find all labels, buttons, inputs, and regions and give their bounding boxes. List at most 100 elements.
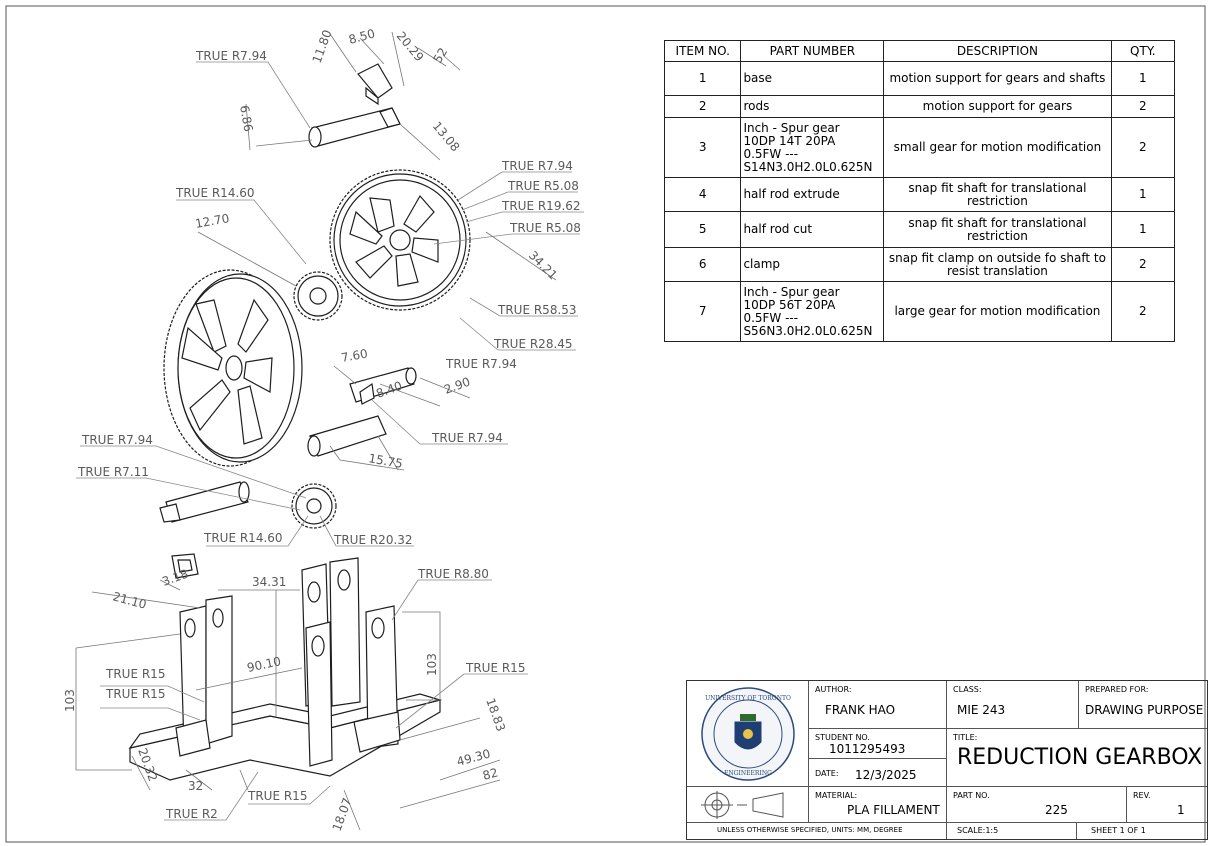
bom-item-no: 3 <box>663 117 742 178</box>
dim-18-07: 18.07 <box>330 796 355 833</box>
bom-header-qty: QTY. <box>1110 40 1176 62</box>
top-shaft-assembly <box>196 31 461 161</box>
label-true-r28-45: TRUE R28.45 <box>493 337 573 351</box>
third-angle-projection-icon <box>701 791 784 819</box>
label-true-r15-a: TRUE R15 <box>465 661 525 675</box>
dim-34-21: 34.21 <box>526 248 560 282</box>
bom-part-number: clamp <box>740 247 885 282</box>
label-true-r5-08-b: TRUE R5.08 <box>509 221 581 235</box>
bom-qty: 1 <box>1110 61 1176 96</box>
bom-part-number: Inch - Spur gear 10DP 14T 20PA 0.5FW ---… <box>740 117 885 178</box>
part-no-cell: PART NO. 225 <box>947 787 1127 823</box>
author-caption: AUTHOR: <box>815 685 852 694</box>
bom-header-part-number: PART NUMBER <box>740 40 885 62</box>
dim-11-80: 11.80 <box>310 28 335 65</box>
sheet-border <box>5 5 1206 843</box>
bom-item-no: 5 <box>663 211 742 248</box>
bom-qty: 2 <box>1110 247 1176 282</box>
bom-part-number: half rod cut <box>740 211 885 248</box>
label-true-r58-53: TRUE R58.53 <box>497 303 577 317</box>
student-no-cell: STUDENT NO. 1011295493 <box>809 729 947 759</box>
drawing-title: REDUCTION GEARBOX <box>957 745 1203 770</box>
dim-90-10: 90.10 <box>246 654 283 675</box>
small-clamp-lower <box>171 553 199 579</box>
bom-part-number: half rod extrude <box>740 177 885 212</box>
large-gear-left <box>163 269 303 467</box>
dim-32: 32 <box>188 779 203 793</box>
seal-text-top: UNIVERSITY OF TORONTO <box>705 695 791 702</box>
bom-qty: 2 <box>1110 117 1176 178</box>
bom-qty: 2 <box>1110 281 1176 342</box>
dim-103-right: 103 <box>425 653 439 676</box>
label-true-r7-94-a: TRUE R7.94 <box>195 49 267 63</box>
date-value: 12/3/2025 <box>855 768 917 782</box>
dim-8-50: 8.50 <box>347 26 376 46</box>
bom-description: large gear for motion modification <box>883 281 1112 342</box>
label-true-r7-94-c: TRUE R7.94 <box>445 357 517 371</box>
dim-15-75: 15.75 <box>367 451 403 471</box>
bom-item-no: 1 <box>663 61 742 96</box>
bom-header-item-no: ITEM NO. <box>663 40 742 62</box>
base-part <box>75 557 528 831</box>
logo-cell: UNIVERSITY OF TORONTO ENGINEERING <box>687 681 809 787</box>
title-block: UNIVERSITY OF TORONTO ENGINEERING AUTHOR… <box>686 680 1208 840</box>
part-no-caption: PART NO. <box>953 791 990 800</box>
bom-description: motion support for gears <box>883 95 1112 118</box>
title-caption: TITLE: <box>953 733 978 742</box>
date-cell: DATE: 12/3/2025 <box>809 759 947 787</box>
scale-cell: SCALE:1:5 <box>947 823 1077 839</box>
dim-7-60: 7.60 <box>340 347 369 365</box>
class-cell: CLASS: MIE 243 <box>947 681 1079 729</box>
bom-item-no: 2 <box>663 95 742 118</box>
label-true-r8-80: TRUE R8.80 <box>417 567 489 581</box>
dim-21-10: 21.10 <box>111 589 148 611</box>
table-row: 2 rods motion support for gears 2 <box>663 95 1176 118</box>
scale-value: SCALE:1:5 <box>957 826 999 835</box>
sheet-cell: SHEET 1 OF 1 <box>1077 823 1207 839</box>
label-true-r15-d: TRUE R15 <box>247 789 307 803</box>
title-cell: TITLE: REDUCTION GEARBOX <box>947 729 1207 787</box>
material-cell: MATERIAL: PLA FILLAMENT <box>809 787 947 823</box>
part-no-value: 225 <box>1045 803 1068 817</box>
label-true-r15-c: TRUE R15 <box>105 687 165 701</box>
units-note: UNLESS OTHERWISE SPECIFIED, UNITS: MM, D… <box>717 826 903 834</box>
label-true-r19-62: TRUE R19.62 <box>501 199 581 213</box>
label-true-r5-08-a: TRUE R5.08 <box>507 179 579 193</box>
student-no-value: 1011295493 <box>829 742 906 756</box>
label-true-r15-b: TRUE R15 <box>105 667 165 681</box>
label-true-r14-60-b: TRUE R14.60 <box>203 531 283 545</box>
bom-qty: 1 <box>1110 211 1176 248</box>
bom-header-description: DESCRIPTION <box>883 40 1112 62</box>
dim-6-86: 6.86 <box>237 104 255 133</box>
label-true-r14-60-a: TRUE R14.60 <box>175 186 255 200</box>
author-value: FRANK HAO <box>825 703 896 717</box>
label-true-r7-11: TRUE R7.11 <box>77 465 149 479</box>
bom-part-number: base <box>740 61 885 96</box>
label-true-r2: TRUE R2 <box>165 807 218 821</box>
large-gear-upper <box>329 169 471 311</box>
class-value: MIE 243 <box>957 703 1006 717</box>
bom-part-number: rods <box>740 95 885 118</box>
table-row: 5 half rod cut snap fit shaft for transl… <box>663 211 1176 248</box>
prepared-value: DRAWING PURPOSE <box>1085 703 1204 717</box>
rev-caption: REV. <box>1133 791 1151 800</box>
prepared-caption: PREPARED FOR: <box>1085 685 1149 694</box>
table-row: 4 half rod extrude snap fit shaft for tr… <box>663 177 1176 212</box>
dim-103-left: 103 <box>63 689 77 712</box>
bom-description: snap fit shaft for translational restric… <box>883 177 1112 212</box>
dim-2-90: 2.90 <box>442 375 472 397</box>
rev-value: 1 <box>1177 803 1185 817</box>
label-true-r7-94-b: TRUE R7.94 <box>501 159 573 173</box>
bom-description: small gear for motion modification <box>883 117 1112 178</box>
bom-part-number: Inch - Spur gear 10DP 56T 20PA 0.5FW ---… <box>740 281 885 342</box>
date-caption: DATE: <box>815 769 839 778</box>
small-gear-upper <box>293 271 343 321</box>
bom-item-no: 6 <box>663 247 742 282</box>
lower-shaft-and-gear <box>76 445 414 547</box>
label-true-r7-94-d: TRUE R7.94 <box>431 431 503 445</box>
dim-12-70: 12.70 <box>194 211 230 231</box>
label-true-r7-94-e: TRUE R7.94 <box>81 433 153 447</box>
upper-gear-leaders <box>176 171 584 351</box>
dim-18-83: 18.83 <box>483 696 508 733</box>
